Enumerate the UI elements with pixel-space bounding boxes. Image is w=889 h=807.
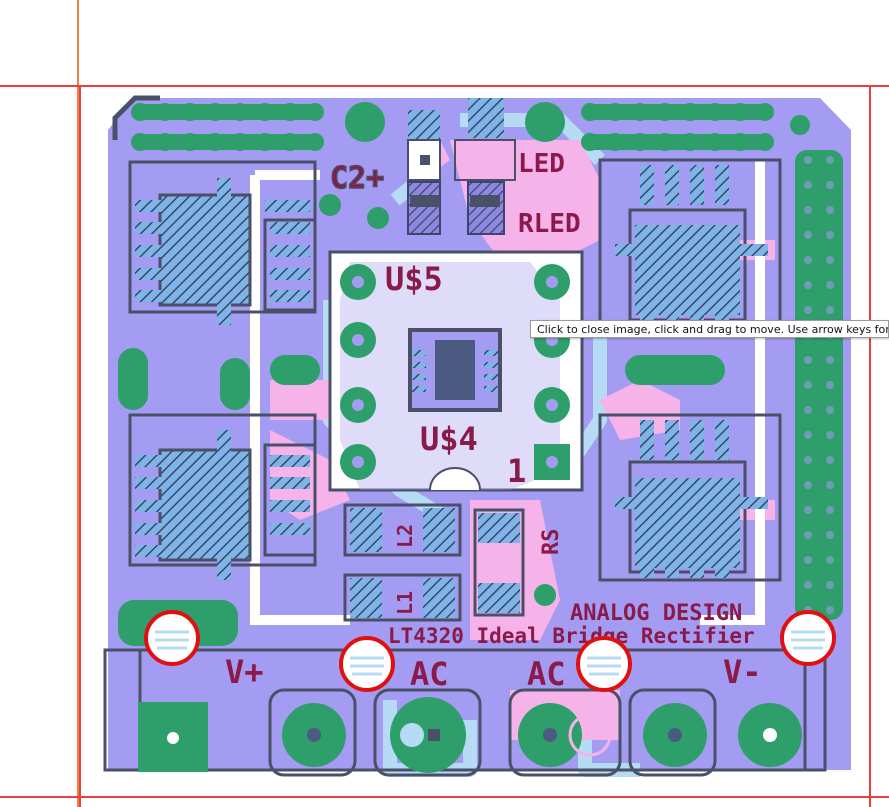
marker-circle bbox=[780, 610, 836, 666]
label-product: LT4320 Ideal Bridge Rectifier bbox=[388, 624, 755, 648]
label-us4: U$4 bbox=[420, 420, 478, 458]
component-left-top bbox=[128, 160, 317, 325]
label-c2: C2+ bbox=[330, 161, 384, 196]
label-vplus: V+ bbox=[225, 653, 264, 691]
label-rled: RLED bbox=[518, 209, 581, 239]
component-top-center bbox=[407, 98, 516, 235]
marker-circles bbox=[144, 610, 836, 692]
header-pads-right bbox=[795, 150, 843, 620]
marker-circle bbox=[339, 636, 395, 692]
header-pads-top-left bbox=[131, 103, 810, 151]
component-u5 bbox=[328, 250, 584, 492]
label-brand: ANALOG DESIGN bbox=[570, 601, 742, 626]
marker-circle bbox=[576, 636, 632, 692]
header-pads-right-holes bbox=[804, 156, 834, 614]
terminal-block bbox=[103, 648, 827, 777]
board-corner-outline bbox=[112, 95, 160, 140]
white-traces bbox=[250, 160, 765, 625]
label-l1: L1 bbox=[393, 591, 417, 615]
label-l2: L2 bbox=[393, 524, 417, 548]
label-vminus: V- bbox=[723, 653, 762, 691]
component-inductors bbox=[343, 503, 525, 622]
component-right-bottom bbox=[598, 413, 782, 582]
label-us5: U$5 bbox=[385, 260, 443, 298]
label-pin1: 1 bbox=[507, 452, 526, 490]
label-rs: RS bbox=[539, 529, 564, 556]
label-ac2: AC bbox=[527, 655, 566, 693]
component-right-top bbox=[598, 158, 782, 327]
component-left-bottom bbox=[128, 413, 317, 580]
label-led: LED bbox=[518, 149, 565, 179]
marker-circle bbox=[144, 610, 200, 666]
label-ac1: AC bbox=[410, 655, 449, 693]
image-viewer-tooltip: Click to close image, click and drag to … bbox=[530, 320, 889, 338]
